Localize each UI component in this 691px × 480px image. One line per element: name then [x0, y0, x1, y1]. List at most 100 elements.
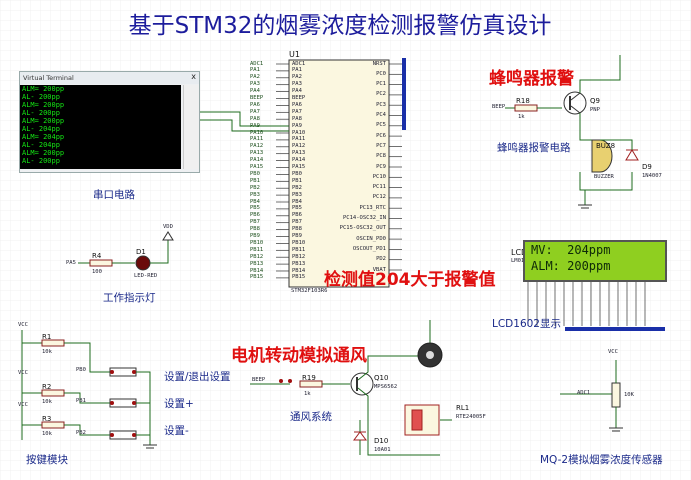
mcu-left-net-label: PB15 [250, 274, 264, 281]
terminal-line: ALM= 200pp [22, 117, 65, 125]
key-net-pb0: PB0 [76, 367, 86, 373]
mcu-left-net-label: PA1 [250, 67, 260, 74]
mcu-left-pin-label: PA9 [292, 122, 302, 129]
mcu-left-net-label: PB8 [250, 226, 260, 233]
mcu-right-pin-label: PC12 [372, 194, 386, 201]
minus-button-label: 设置- [164, 425, 189, 437]
vcc-label-3: VCC [18, 402, 28, 408]
mcu-left-net-label: PA4 [250, 88, 260, 95]
motor-vent-annotation: 电机转动模拟通风 [231, 346, 367, 366]
vcc-label-pot: VCC [608, 349, 618, 355]
terminal-scrollbar[interactable] [183, 85, 199, 169]
d10-ref: D10 [374, 437, 389, 445]
virtual-terminal[interactable]: Virtual Terminal x ALM= 200pp AL- 200pp … [19, 71, 200, 173]
vdd-label: VDD [163, 224, 173, 230]
mcu-left-pins [276, 63, 289, 279]
key-net-pb2: PB2 [76, 430, 86, 436]
r18-ref: R18 [516, 97, 530, 105]
mcu-left-net-label: PB7 [250, 219, 260, 226]
mcu-left-pin-label: PA1 [292, 67, 302, 74]
mq2-label: MQ-2模拟烟雾浓度传感器 [540, 454, 663, 466]
terminal-line: AL- 200pp [22, 93, 60, 101]
mcu-left-pin-label: PA4 [292, 88, 302, 95]
rl1-ref: RL1 [456, 404, 470, 412]
pot-net: ADC1 [577, 390, 591, 396]
mcu-left-pin-label: BEEP [292, 95, 306, 101]
r1-value: 10k [42, 349, 52, 355]
mcu-left-net-label: PB4 [250, 198, 260, 205]
r18-value: 1k [518, 114, 525, 120]
mcu-left-pin-label: PA7 [292, 108, 302, 115]
terminal-line: ALM= 204pp [22, 133, 65, 141]
r1-ref: R1 [42, 333, 52, 341]
r4-resistor[interactable] [89, 259, 113, 267]
mcu-part: STM32F103R6 [291, 288, 328, 294]
mcu-left-net-label: PB1 [250, 177, 260, 184]
d1-ref: D1 [136, 248, 146, 256]
lcd-screen[interactable]: MV: 204ppm ALM: 200ppm [523, 240, 667, 282]
terminal-line: AL- 200pp [22, 157, 60, 165]
mcu-left-net-label: PB12 [250, 253, 264, 260]
pot-value: 10K [624, 392, 634, 398]
mcu-right-pin-label: PC7 [376, 142, 386, 149]
lcd-model: LM016L [511, 258, 531, 264]
d10-type: 10A01 [374, 447, 391, 453]
mcu-left-pin-label: PB1 [292, 177, 302, 184]
r18-resistor[interactable] [514, 104, 538, 112]
q9-type: PNP [590, 107, 600, 113]
mcu-left-pin-label: PA12 [292, 143, 306, 150]
mcu-left-pin-label: PA14 [292, 157, 306, 164]
buz-ref: BUZ8 [596, 142, 616, 150]
mcu-left-net-label: PB13 [250, 260, 264, 267]
mcu-left-net-label: BEEP [250, 95, 264, 101]
mcu-left-net-label: PB6 [250, 212, 260, 219]
mcu-right-pin-label: PC14-OSC32_IN [342, 215, 386, 221]
mcu-left-pin-label: PB15 [292, 274, 306, 281]
mcu-left-net-label: PB14 [250, 267, 264, 274]
pot-10k[interactable] [611, 382, 621, 408]
mcu-left-net-label: PB11 [250, 246, 264, 253]
vent-circuit [250, 320, 452, 456]
terminal-line: AL- 204pp [22, 125, 60, 133]
mcu-right-pin-label: PC15-OSC32_OUT [339, 225, 386, 232]
mcu-right-pin-label: PC4 [376, 112, 386, 118]
mcu-right-pin-label: PC6 [376, 132, 386, 139]
mcu-right-pin-label: PC11 [372, 184, 386, 191]
mcu-left-pin-label: PB7 [292, 219, 302, 226]
vent-label: 通风系统 [290, 411, 332, 423]
mcu-left-net-label: PA3 [250, 81, 260, 88]
r4-value: 100 [92, 269, 102, 275]
r3-ref: R3 [42, 415, 52, 423]
mcu-left-pin-label: PA8 [292, 115, 302, 122]
mcu-right-pin-label: PC2 [376, 91, 386, 98]
mcu-left-pin-label: PA2 [292, 74, 302, 81]
rl1-type: RTE24005F [456, 414, 486, 420]
r18-net: BEEP [492, 104, 506, 110]
buzzer-circuit-label: 蜂鸣器报警电路 [497, 142, 571, 154]
mcu-ref: U1 [289, 50, 300, 59]
mcu-right-pin-label: PC10 [372, 173, 386, 180]
r19-value: 1k [304, 391, 311, 397]
buzzer-circuit [505, 55, 639, 209]
r4-net: PA5 [66, 260, 76, 266]
mcu-right-pin-label: PC5 [376, 122, 386, 129]
mcu-body[interactable] [288, 59, 390, 288]
key-switch-2[interactable] [109, 398, 137, 408]
q9-transistor[interactable] [563, 91, 587, 115]
q10-type: MPS6562 [374, 384, 398, 390]
plus-button-label: 设置+ [164, 398, 194, 410]
mcu-right-pin-label: PC13_RTC [359, 204, 387, 211]
buzzer[interactable] [591, 139, 613, 173]
close-icon[interactable]: x [191, 72, 196, 81]
q10-transistor[interactable] [350, 372, 374, 396]
uart-wire-2 [198, 119, 289, 132]
mcu-left-net-label: PB10 [250, 239, 264, 246]
mcu-left-net-label: PA14 [250, 157, 264, 164]
d9-diode[interactable] [625, 149, 639, 161]
lcd-line-2: ALM: 200ppm [531, 259, 611, 273]
lcd-line-1: MV: 204ppm [531, 243, 611, 257]
d1-led[interactable] [135, 255, 151, 271]
mcu-left-pin-label: PB2 [292, 184, 302, 191]
mcu-left-pin-label: PA15 [292, 164, 306, 170]
mcu-left-net-label: PB3 [250, 191, 260, 198]
